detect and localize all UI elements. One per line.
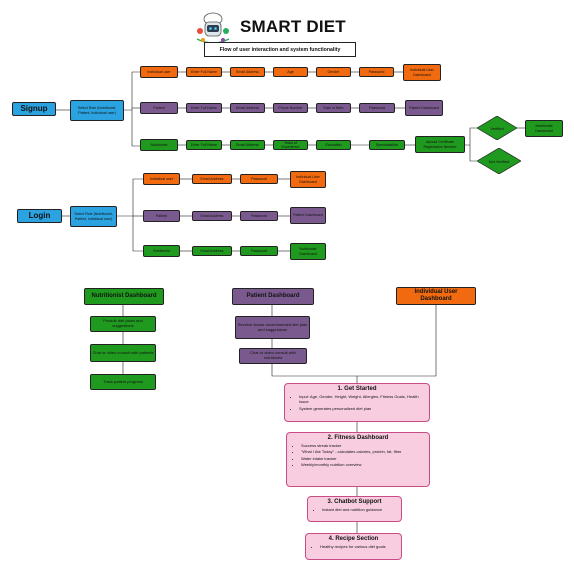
signup-patient-name: Enter Full Name: [186, 103, 222, 113]
signup-patient-role: Patient: [140, 102, 178, 114]
signup-patient-dob: Date of Birth: [316, 103, 351, 113]
login-patient-dashboard: Patient Dashboard: [290, 207, 326, 224]
signup-nutritionist-dashboard: Nutritionist Dashboard: [525, 120, 563, 137]
patient-dashboard: Patient Dashboard: [232, 288, 314, 305]
not-verified-decision: Not Verified: [477, 148, 521, 174]
not-verified-label: Not Verified: [488, 158, 510, 164]
section-item: System generates personalized diet plan: [299, 406, 425, 411]
section-item: "What I Ate Today" - calculates calories…: [301, 449, 425, 454]
section-title: 4. Recipe Section: [328, 536, 379, 542]
logo: [193, 9, 233, 47]
login-patient-email: Email Address: [192, 211, 232, 221]
login-patient-role: Patient: [143, 210, 180, 222]
section-item: Input: Age, Gender, Height, Weight, Alle…: [299, 394, 425, 405]
signup-patient-email: Email Address: [230, 103, 265, 113]
login-nutritionist-role: Nutritionist: [143, 245, 180, 257]
signup-nutritionist-email: Email Address: [230, 140, 265, 150]
individual-dashboard: Individual User Dashboard: [396, 287, 476, 305]
login-node: Login: [17, 209, 62, 223]
signup-patient-password: Password: [359, 103, 395, 113]
signup-nutritionist-experience: Years of Experience: [273, 140, 308, 150]
section-title: 3. Chatbot Support: [327, 499, 382, 505]
signup-individual-role: Individual user: [140, 66, 178, 78]
nutritionist-item-diet-plans: Provide diet plans and suggestions: [90, 316, 156, 332]
signup-select-role: Select Role (Nutritionist, Patient, Indi…: [70, 100, 124, 121]
signup-nutritionist-upload: Upload Certificate Registration Number: [415, 136, 465, 153]
verified-label: Verified: [490, 125, 504, 131]
login-individual-dashboard: Individual User Dashboard: [290, 171, 326, 188]
signup-individual-email: Email Address: [230, 67, 265, 77]
login-patient-password: Password: [240, 211, 278, 221]
verified-decision: Verified: [477, 116, 517, 140]
signup-nutritionist-education: Education: [316, 140, 351, 150]
signup-individual-age: Age: [273, 67, 308, 77]
section-item: Success streak tracker: [301, 443, 425, 448]
patient-item-diet-plan: Receive doctor recommended diet plan and…: [235, 316, 310, 339]
section-recipe: 4. Recipe Section Healthy recipes for va…: [305, 533, 402, 560]
section-title: 1. Get Started: [337, 386, 377, 392]
signup-patient-dashboard: Patient Dashboard: [405, 100, 443, 116]
page-title: SMART DIET: [240, 17, 346, 36]
signup-individual-password: Password: [359, 67, 394, 77]
page-subtitle: Flow of user interaction and system func…: [204, 42, 356, 57]
login-individual-role: Individual user: [143, 173, 180, 185]
signup-nutritionist-specialization: Specialization: [369, 140, 405, 150]
section-fitness-dashboard: 2. Fitness Dashboard Success streak trac…: [286, 432, 430, 487]
chef-robot-logo-icon: [196, 12, 230, 44]
section-item: Weekly/monthly nutrition overview: [301, 462, 425, 467]
section-item: Healthy recipes for various diet goals: [320, 544, 397, 549]
login-select-role: Select Role (Nutritionist, Patient, Indi…: [70, 206, 117, 227]
nutritionist-item-track: Track patient progress: [90, 374, 156, 390]
signup-node: Signup: [12, 102, 56, 116]
login-individual-password: Password: [240, 174, 278, 184]
section-title: 2. Fitness Dashboard: [327, 435, 389, 441]
signup-individual-gender: Gender: [316, 67, 351, 77]
section-item: Water intake tracker: [301, 456, 425, 461]
signup-nutritionist-role: Nutritionist: [140, 139, 178, 151]
section-chatbot-support: 3. Chatbot Support Instant diet and nutr…: [307, 496, 402, 522]
section-item: Instant diet and nutrition guidance: [322, 507, 397, 512]
patient-item-consult: Chat or video consult with nutritionist: [239, 348, 307, 364]
signup-individual-name: Enter Full Name: [186, 67, 222, 77]
nutritionist-dashboard: Nutritionist Dashboard: [84, 288, 164, 305]
login-nutritionist-dashboard: Nutritionist Dashboard: [290, 243, 326, 260]
login-nutritionist-email: Email Address: [192, 246, 232, 256]
login-individual-email: Email Address: [192, 174, 232, 184]
signup-nutritionist-name: Enter Full Name: [186, 140, 222, 150]
login-nutritionist-password: Password: [240, 246, 278, 256]
signup-individual-dashboard: Individual User Dashboard: [403, 64, 441, 81]
nutritionist-item-consult: Chat or video consult with patients: [90, 344, 156, 362]
signup-patient-phone: Phone Number: [273, 103, 308, 113]
section-get-started: 1. Get Started Input: Age, Gender, Heigh…: [284, 383, 430, 422]
